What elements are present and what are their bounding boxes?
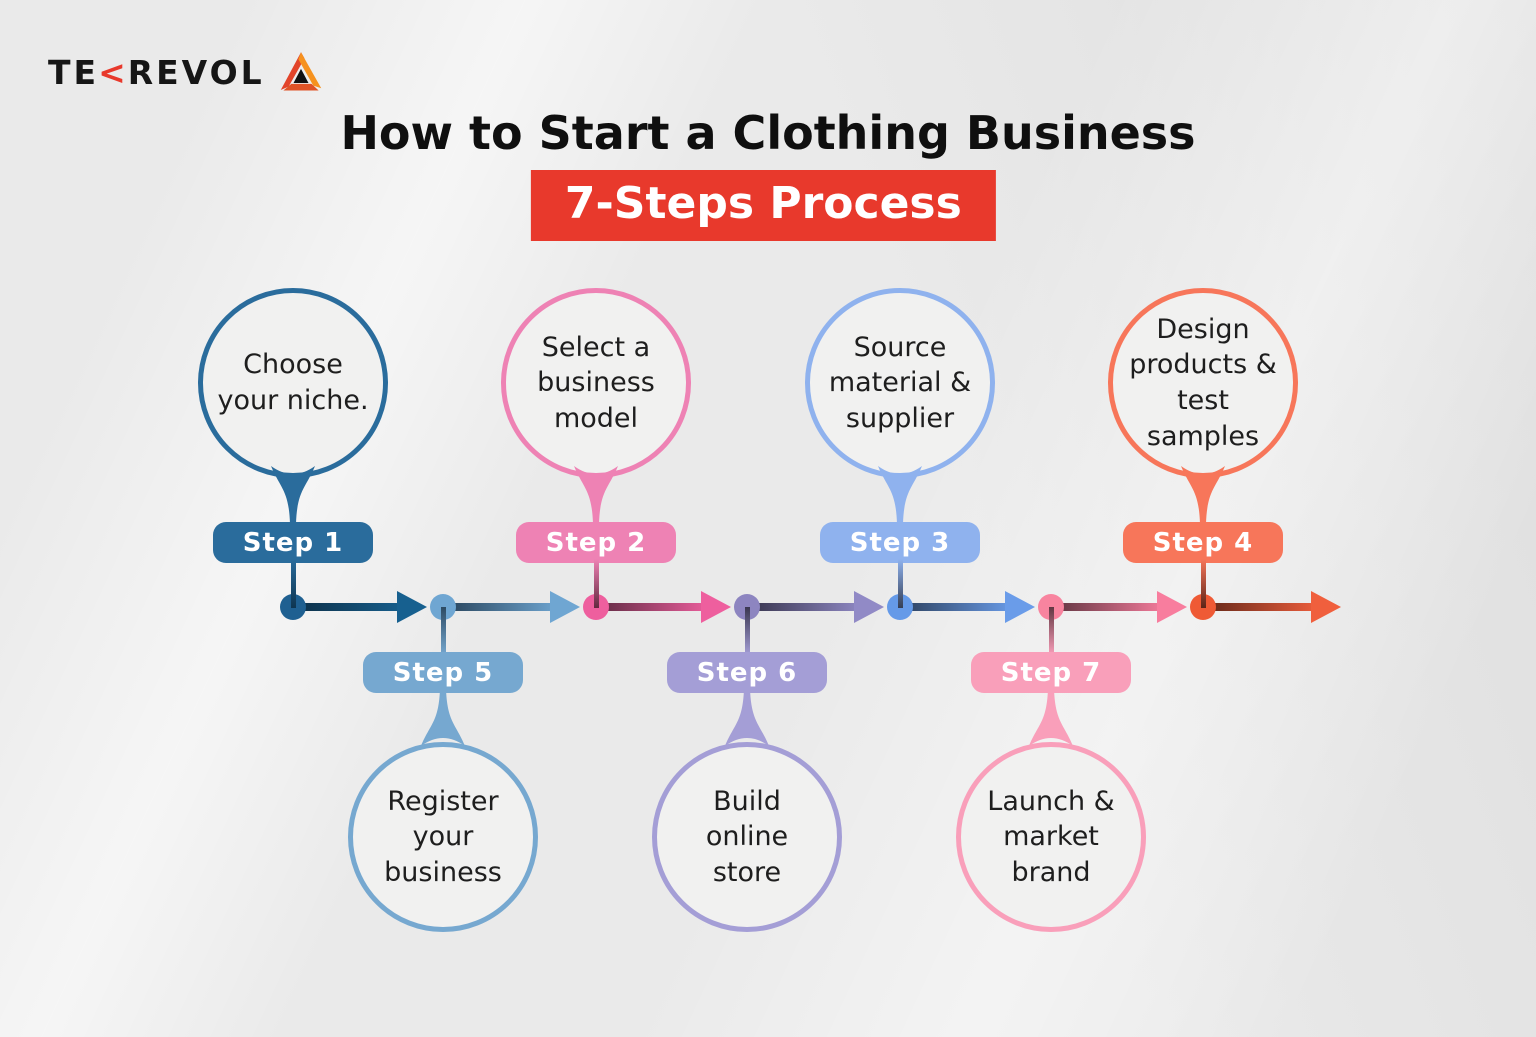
step-7-pill: Step 7 [971, 652, 1131, 693]
subtitle-banner: 7-Steps Process [530, 170, 996, 241]
step-7-balloon: Launch & market brand [956, 742, 1146, 932]
step-2-pill: Step 2 [516, 522, 676, 563]
step-2-balloon: Select a business model [501, 288, 691, 478]
timeline-arrow-axis [280, 591, 1341, 623]
step-3-tail [878, 466, 922, 524]
step-3-description: Source material & supplier [828, 331, 972, 434]
step-6-balloon: Build online store [652, 742, 842, 932]
step-1-balloon: Choose your niche. [198, 288, 388, 478]
step-3-pill: Step 3 [820, 522, 980, 563]
step-5-description: Register your business [384, 785, 502, 888]
step-4-tail [1181, 466, 1225, 524]
step-5-tail [421, 688, 465, 746]
step-6-pill: Step 6 [667, 652, 827, 693]
step-5-stem [440, 607, 446, 655]
logo-text: TE<REVOL [48, 53, 265, 92]
step-3-balloon: Source material & supplier [805, 288, 995, 478]
step-6-description: Build online store [705, 785, 789, 888]
logo-chevron-icon: < [98, 52, 129, 92]
step-2-tail [574, 466, 618, 524]
step-4-pill: Step 4 [1123, 522, 1283, 563]
step-4-balloon: Design products & test samples [1108, 288, 1298, 478]
step-2-description: Select a business model [537, 331, 655, 434]
logo-text-te: TE [48, 52, 100, 92]
step-6-tail [725, 688, 769, 746]
page-title: How to Start a Clothing Business [340, 106, 1196, 160]
step-1-description: Choose your niche. [217, 349, 369, 416]
tekrevol-triangle-icon [280, 52, 321, 91]
step-1-stem [290, 559, 296, 608]
step-7-stem [1048, 607, 1054, 655]
step-2-stem [593, 559, 599, 608]
step-5-balloon: Register your business [348, 742, 538, 932]
step-7-description: Launch & market brand [987, 785, 1115, 888]
tekrevol-logo: TE<REVOL [48, 52, 323, 92]
logo-text-revol: REVOL [127, 52, 265, 92]
step-5-pill: Step 5 [363, 652, 523, 693]
step-6-stem [744, 607, 750, 655]
step-1-tail [271, 466, 315, 524]
step-7-tail [1029, 688, 1073, 746]
step-4-stem [1200, 559, 1206, 608]
step-1-pill: Step 1 [213, 522, 373, 563]
step-3-stem [897, 559, 903, 608]
step-4-description: Design products & test samples [1129, 313, 1277, 452]
